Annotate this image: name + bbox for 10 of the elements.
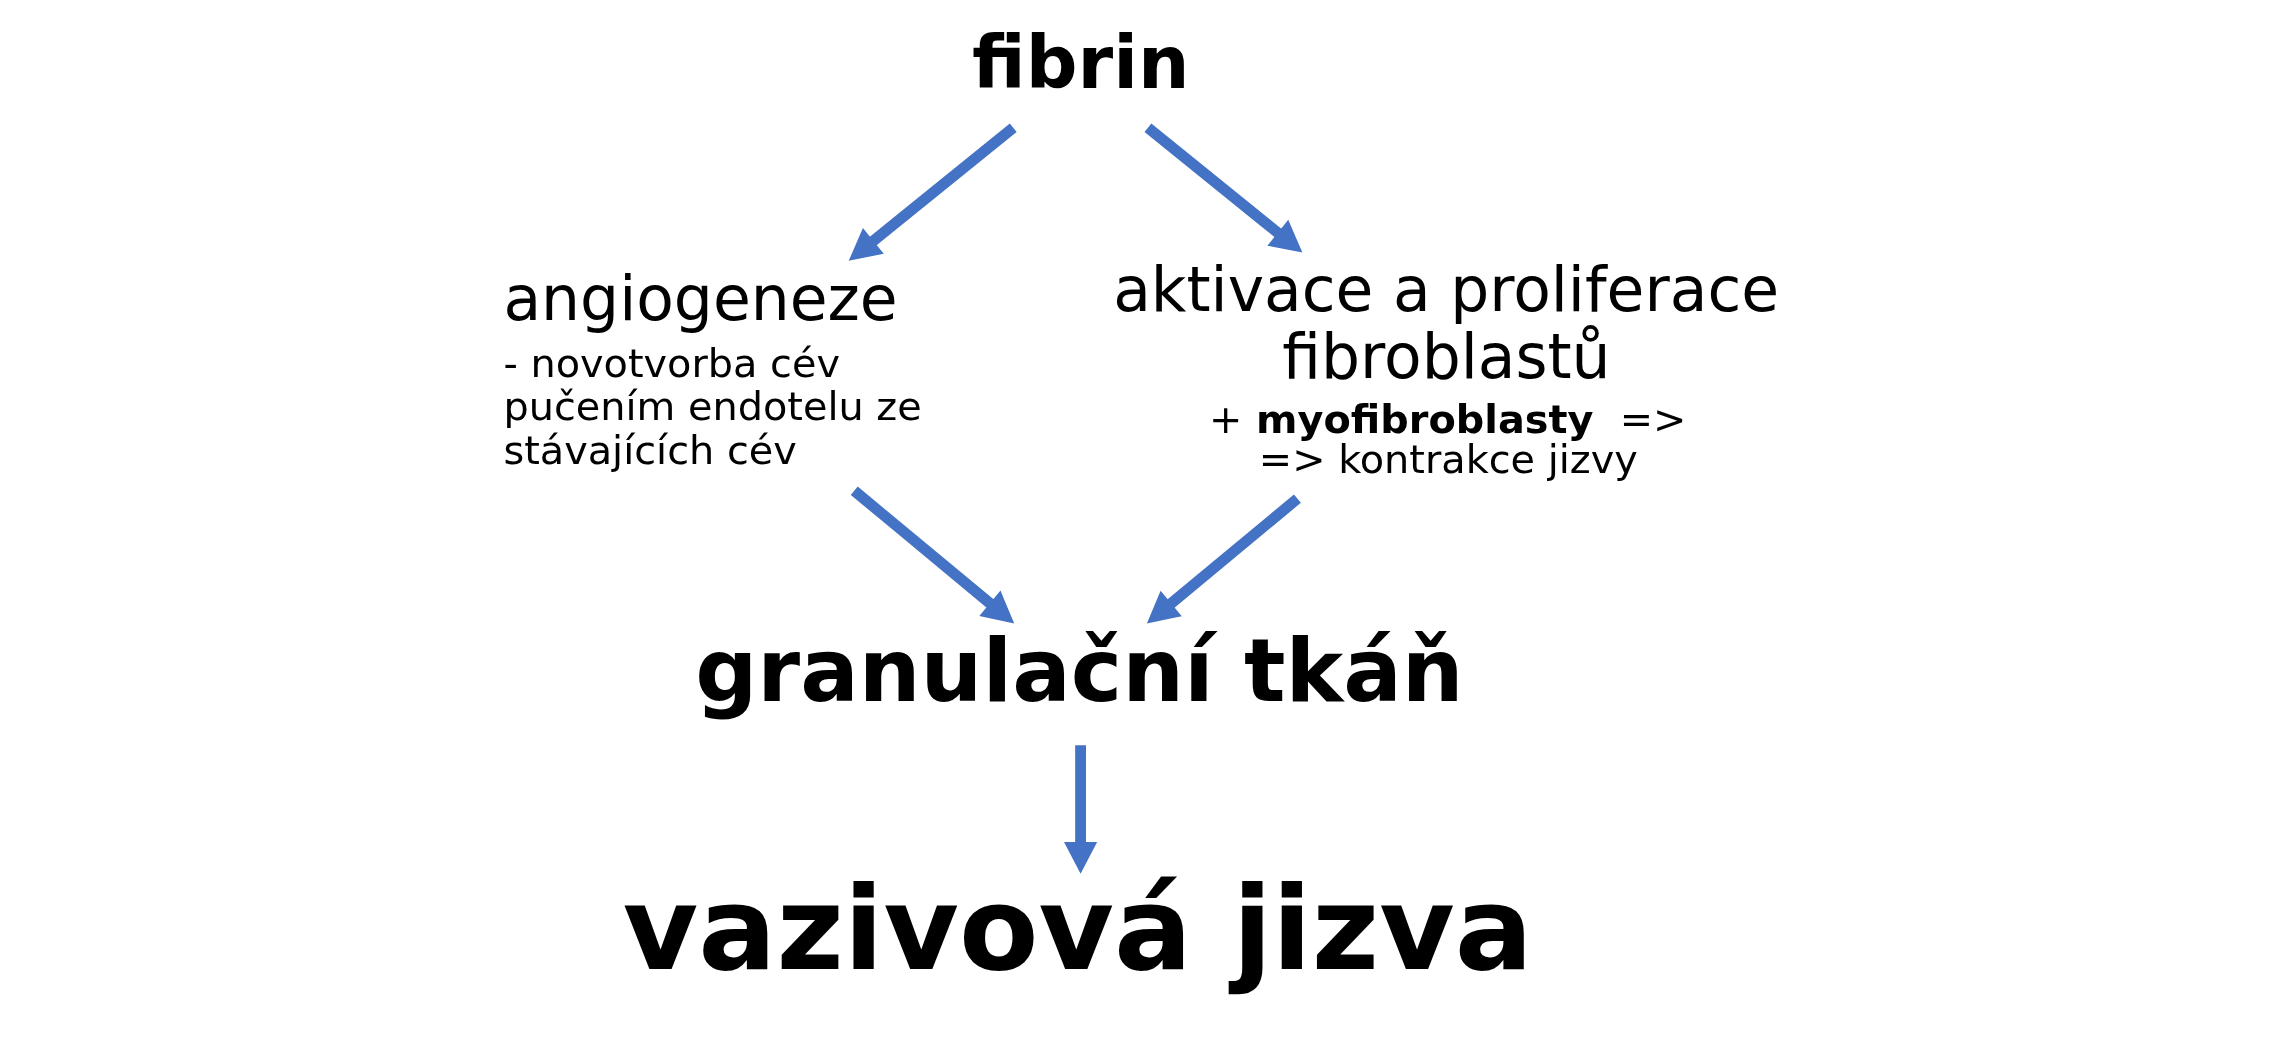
arrow bbox=[1144, 123, 1303, 253]
node-text: granulační tkáň bbox=[695, 620, 1464, 722]
node-text: vazivová jizva bbox=[622, 862, 1533, 997]
node-text: fibrin bbox=[972, 20, 1190, 105]
node-text: angiogeneze - novotvorba cév pučením endotelu ze stávajících cév bbox=[503, 262, 922, 473]
node-text: aktivace a proliferace fibroblastů + myofibroblasty => => kontrakce jizvy bbox=[1113, 253, 1780, 482]
arrow bbox=[1146, 494, 1301, 624]
arrow bbox=[1064, 745, 1098, 874]
arrow bbox=[848, 123, 1017, 261]
arrow bbox=[850, 486, 1015, 624]
